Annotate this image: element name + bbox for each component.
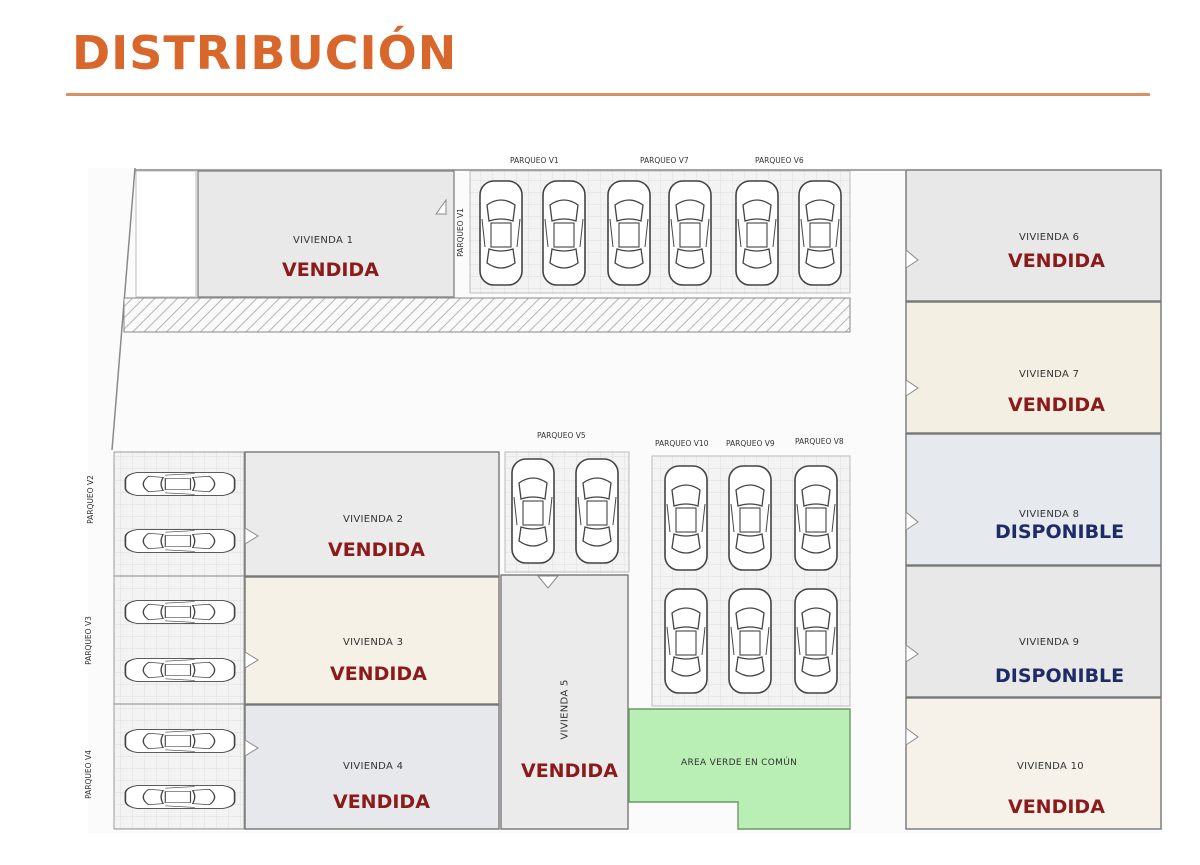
vivienda-4-block	[244, 704, 500, 830]
car-icon	[794, 465, 838, 571]
vivienda-9-block	[905, 565, 1162, 698]
car-icon	[125, 785, 234, 808]
vivienda-7-block	[905, 301, 1162, 434]
vivienda-5-status: VENDIDA	[521, 760, 618, 782]
vivienda-6-block	[905, 169, 1162, 302]
parking-label-v4: PARQUEO V4	[83, 750, 93, 799]
vivienda-5-label: VIVIENDA 5	[559, 679, 571, 740]
vivienda-10-block	[905, 697, 1162, 830]
vivienda-4-label: VIVIENDA 4	[343, 761, 404, 772]
vivienda-5-block	[500, 574, 629, 830]
parking-label-v8: PARQUEO V8	[795, 437, 844, 446]
vivienda-4-status: VENDIDA	[333, 791, 430, 813]
parking-label-v10: PARQUEO V10	[655, 439, 709, 448]
vivienda-1-block	[197, 170, 455, 298]
parking-top-area	[469, 170, 851, 294]
vivienda-1-label: VIVIENDA 1	[293, 235, 354, 246]
car-icon	[542, 180, 586, 286]
vivienda-3-block	[244, 576, 500, 705]
vivienda-7-label: VIVIENDA 7	[1019, 369, 1080, 380]
vivienda-8-status: DISPONIBLE	[995, 521, 1125, 543]
parking-label-v1-top: PARQUEO V1	[510, 156, 559, 165]
car-icon	[664, 465, 708, 571]
parking-label-v3: PARQUEO V3	[83, 616, 93, 665]
green-area-label: AREA VERDE EN COMÚN	[681, 758, 798, 768]
car-icon	[794, 588, 838, 694]
parking-left-area	[113, 451, 245, 830]
parking-label-v5: PARQUEO V5	[537, 431, 586, 440]
vivienda-2-label: VIVIENDA 2	[343, 514, 404, 525]
vivienda-9-status: DISPONIBLE	[995, 665, 1125, 687]
car-icon	[668, 180, 712, 286]
parking-label-v7: PARQUEO V7	[640, 156, 689, 165]
vivienda-6-label: VIVIENDA 6	[1019, 232, 1080, 243]
vivienda-2-status: VENDIDA	[328, 539, 425, 561]
car-icon	[664, 588, 708, 694]
vivienda-7-status: VENDIDA	[1008, 394, 1105, 416]
car-icon	[125, 529, 234, 552]
vivienda-3-status: VENDIDA	[330, 663, 427, 685]
hatched-walkway	[123, 297, 851, 333]
parking-label-v2: PARQUEO V2	[85, 475, 95, 524]
car-icon	[125, 729, 234, 752]
page-title: DISTRIBUCIÓN	[72, 26, 458, 80]
car-icon	[728, 465, 772, 571]
car-icon	[125, 658, 234, 681]
vivienda-9-label: VIVIENDA 9	[1019, 637, 1080, 648]
vivienda-10-status: VENDIDA	[1008, 796, 1105, 818]
car-icon	[511, 458, 555, 564]
car-icon	[607, 180, 651, 286]
entry-block	[135, 170, 197, 298]
vivienda-10-label: VIVIENDA 10	[1017, 761, 1084, 772]
car-icon	[728, 588, 772, 694]
vivienda-8-block	[905, 433, 1162, 566]
parking-label-v1-side: PARQUEO V1	[455, 208, 465, 257]
vivienda-3-label: VIVIENDA 3	[343, 637, 404, 648]
car-icon	[479, 180, 523, 286]
car-icon	[575, 458, 619, 564]
green-area	[628, 708, 851, 830]
vivienda-6-status: VENDIDA	[1008, 250, 1105, 272]
parking-label-v9: PARQUEO V9	[726, 439, 775, 448]
vivienda-8-label: VIVIENDA 8	[1019, 509, 1080, 520]
car-icon	[735, 180, 779, 286]
vivienda-2-block	[244, 451, 500, 577]
car-icon	[798, 180, 842, 286]
parking-label-v6: PARQUEO V6	[755, 156, 804, 165]
vivienda-1-status: VENDIDA	[282, 259, 379, 281]
car-icon	[125, 472, 234, 495]
title-underline	[66, 93, 1150, 96]
car-icon	[125, 600, 234, 623]
